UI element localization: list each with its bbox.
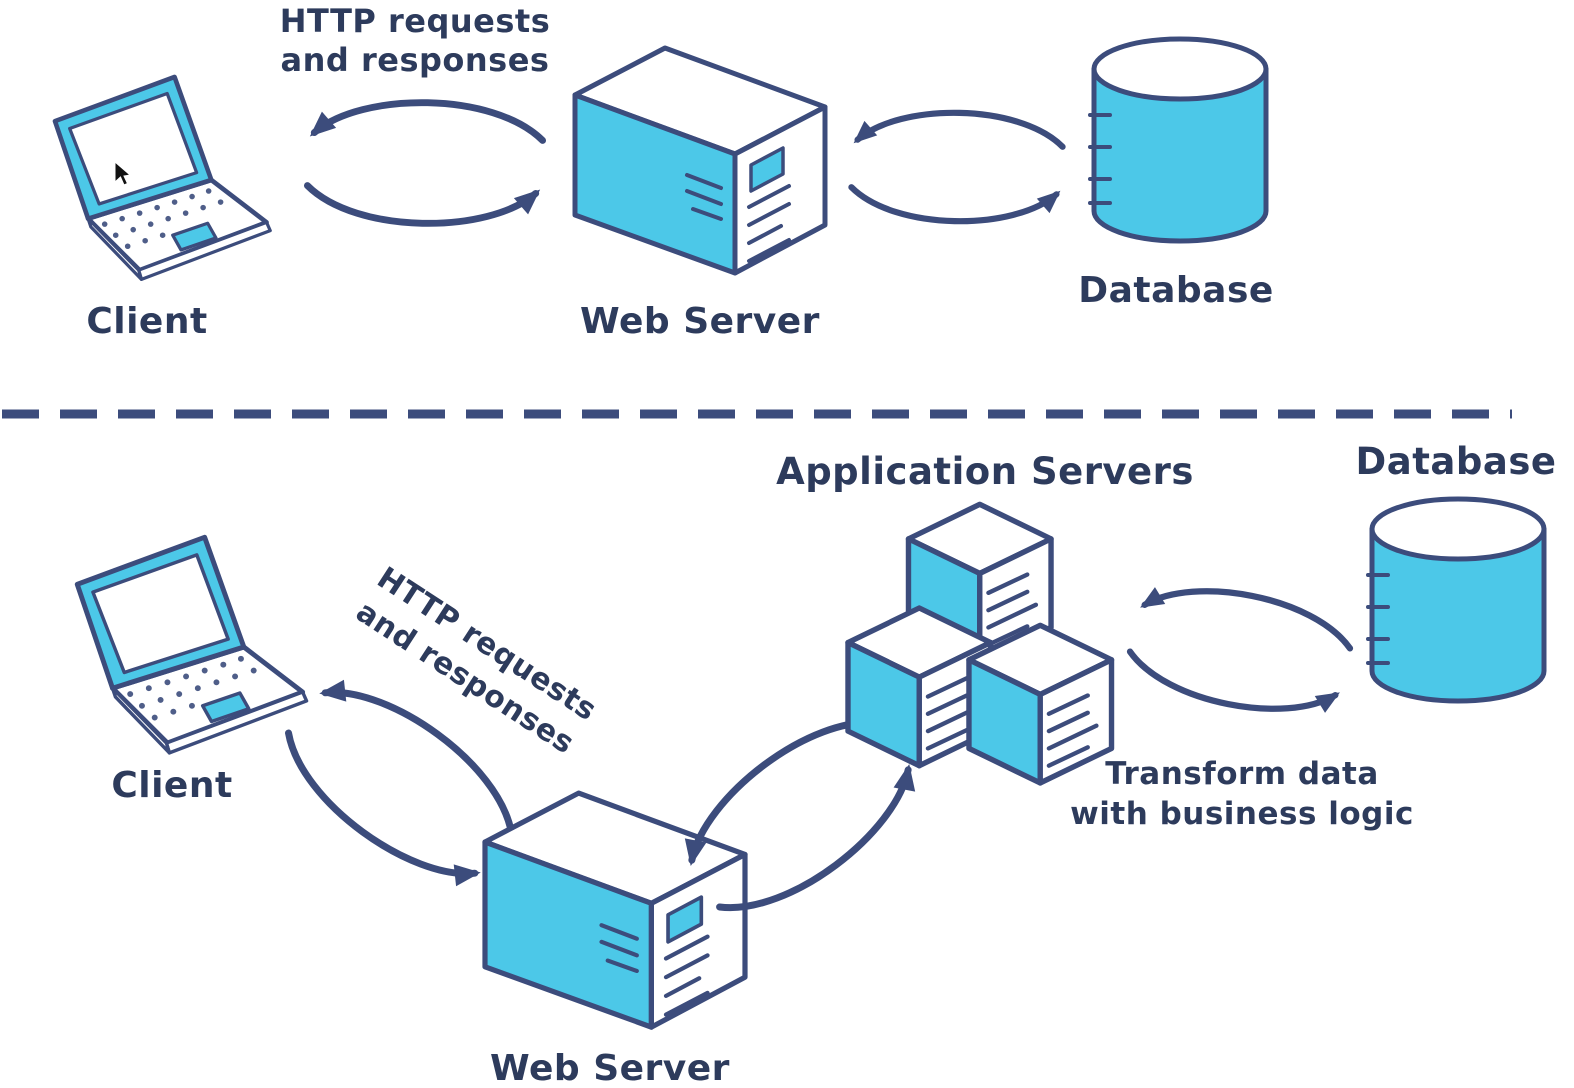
client-laptop-icon-bottom (77, 537, 306, 753)
database-icon (1090, 39, 1266, 241)
transform-label-line1: Transform data (1105, 756, 1378, 792)
client-label-bottom: Client (111, 765, 232, 806)
transform-label-line2: with business logic (1070, 796, 1414, 832)
web-server-label-top: Web Server (580, 301, 820, 342)
client-label-top: Client (86, 301, 207, 342)
http-label-bottom: HTTP requests and responses (350, 560, 603, 761)
http-label-top-line1: HTTP requests (280, 2, 551, 40)
cycle-arrows-client-webserver-icon (307, 103, 542, 224)
client-laptop-icon (55, 77, 270, 279)
database-label-top: Database (1078, 270, 1274, 311)
application-servers-icon (848, 504, 1112, 783)
cycle-arrows-appservers-database-icon (1124, 577, 1356, 724)
mouse-cursor-icon (114, 160, 132, 186)
cycle-arrows-webserver-database-icon (851, 113, 1062, 221)
web-server-label-bottom: Web Server (490, 1048, 730, 1088)
app-servers-title: Application Servers (776, 450, 1194, 493)
http-label-top-line2: and responses (281, 41, 550, 79)
app-server-cube-right (969, 625, 1112, 783)
database-icon-bottom (1368, 499, 1544, 701)
database-label-bottom: Database (1356, 440, 1557, 483)
web-server-icon (575, 48, 825, 273)
